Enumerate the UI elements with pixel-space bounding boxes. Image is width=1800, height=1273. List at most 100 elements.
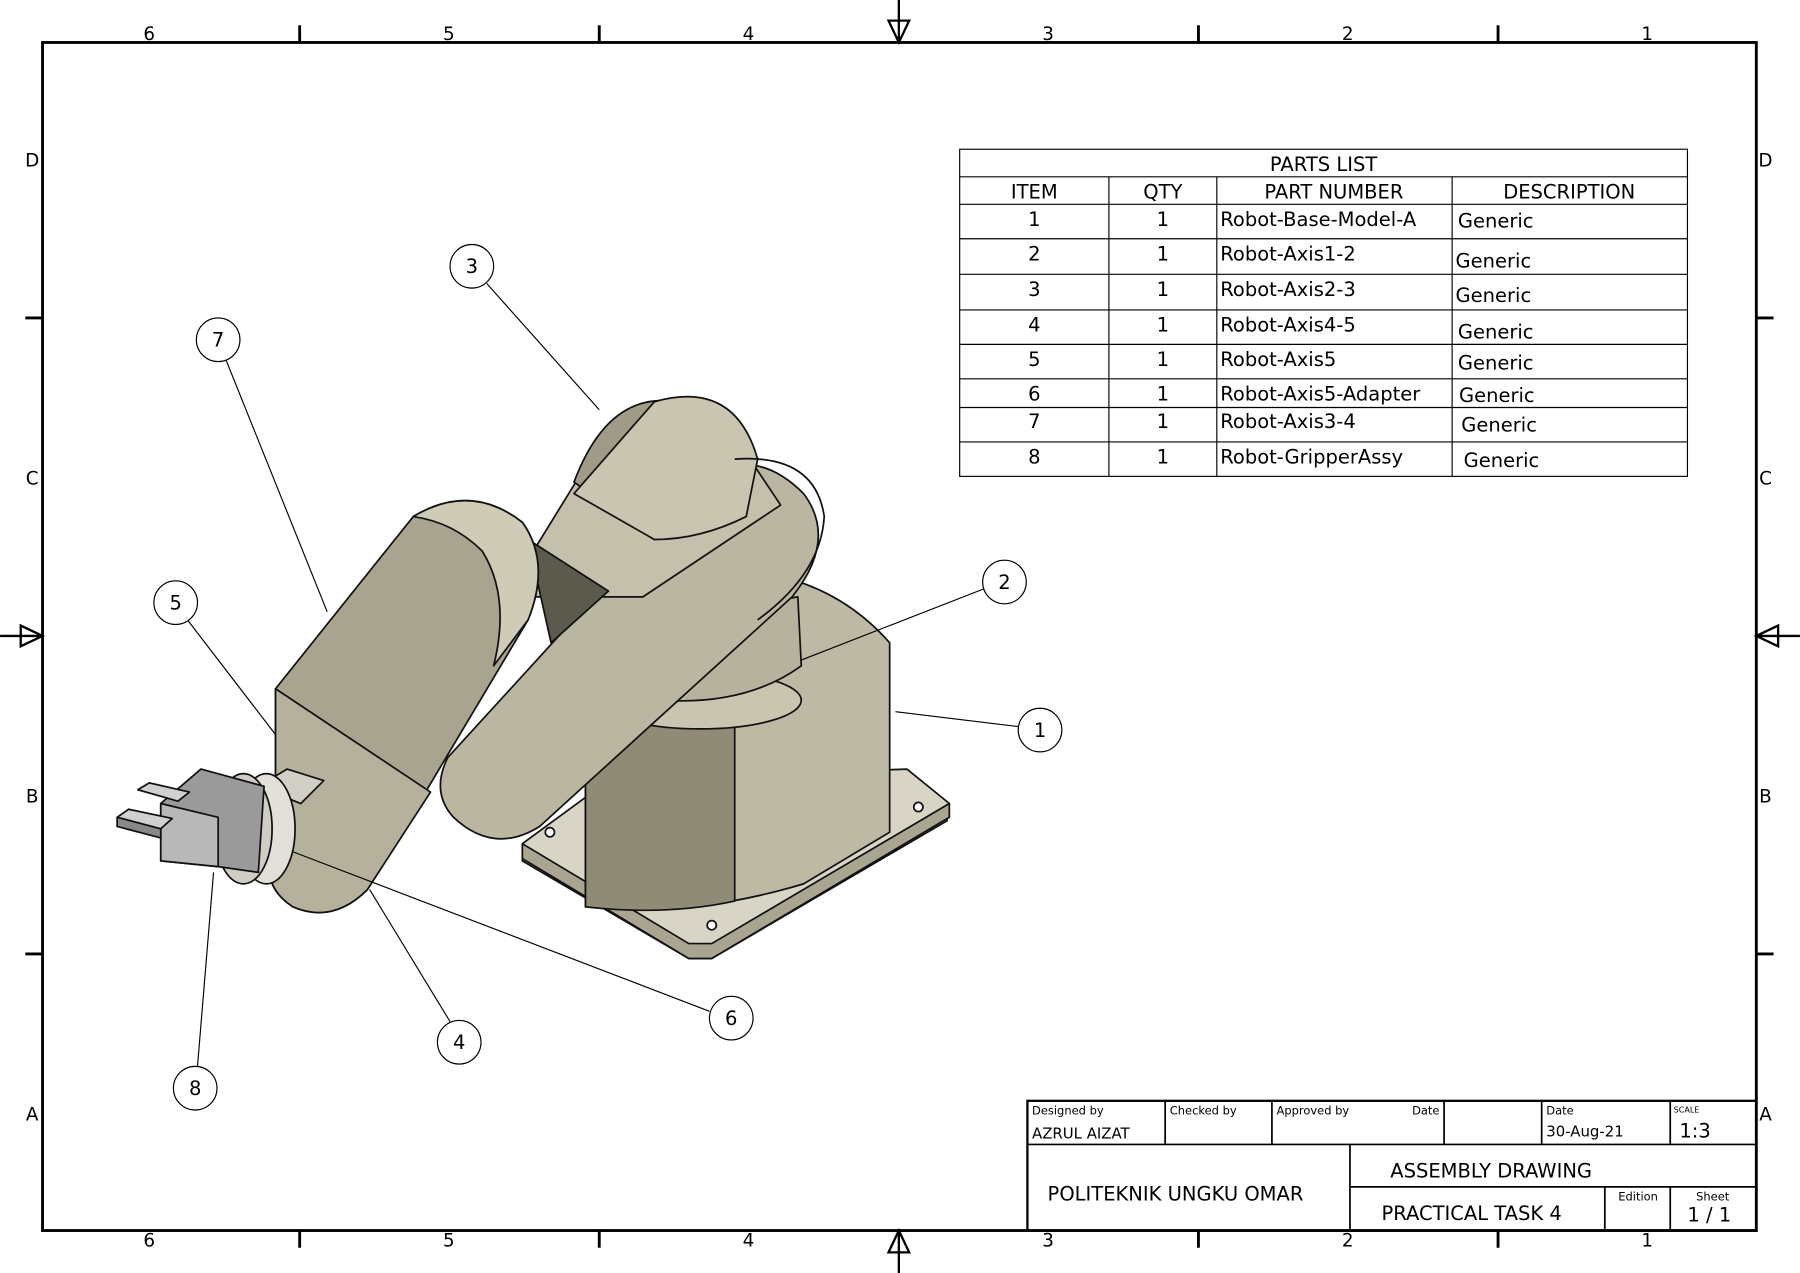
- svg-text:Robot-Base-Model-A: Robot-Base-Model-A: [1220, 208, 1417, 231]
- balloon-8: 8: [172, 872, 218, 1111]
- svg-text:1: 1: [1157, 446, 1169, 469]
- svg-text:Generic: Generic: [1458, 352, 1534, 375]
- svg-text:5: 5: [443, 1231, 455, 1252]
- svg-text:4: 4: [743, 24, 755, 45]
- robot-arm-model: [116, 395, 951, 960]
- table-row: 7 1 Robot-Axis3-4 Generic: [1028, 410, 1537, 436]
- header-part-number: PART NUMBER: [1264, 181, 1403, 204]
- svg-text:5: 5: [169, 592, 181, 615]
- date-value: 30-Aug-21: [1546, 1122, 1623, 1140]
- svg-text:C: C: [1759, 468, 1772, 489]
- designed-by-label: Designed by: [1032, 1104, 1104, 1118]
- svg-text:Robot-Axis1-2: Robot-Axis1-2: [1220, 243, 1355, 266]
- svg-text:4: 4: [743, 1231, 755, 1252]
- sheet-label: Sheet: [1696, 1190, 1730, 1204]
- svg-text:Robot-Axis3-4: Robot-Axis3-4: [1220, 410, 1355, 433]
- svg-text:3: 3: [1042, 24, 1054, 45]
- zone-labels: 6 5 4 3 2 1 6 5 4 3 2 1 D C B A D C B A: [25, 24, 1772, 1251]
- header-item: ITEM: [1011, 181, 1058, 204]
- balloon-callouts: 1 2 3 4 5 6 7 8: [153, 243, 1063, 1111]
- drawing-title: ASSEMBLY DRAWING: [1390, 1160, 1592, 1183]
- part-axis2-3: [439, 395, 826, 840]
- svg-text:1: 1: [1157, 314, 1169, 337]
- scale-value: 1:3: [1679, 1120, 1710, 1143]
- header-qty: QTY: [1143, 181, 1182, 204]
- edition-label: Edition: [1618, 1190, 1658, 1204]
- svg-text:3: 3: [466, 255, 478, 278]
- svg-text:Generic: Generic: [1464, 449, 1540, 472]
- svg-text:8: 8: [1028, 446, 1040, 469]
- svg-text:6: 6: [1028, 383, 1040, 406]
- svg-text:1: 1: [1157, 243, 1169, 266]
- svg-text:7: 7: [212, 329, 224, 352]
- table-row: 3 1 Robot-Axis2-3 Generic: [1028, 278, 1531, 307]
- svg-text:1: 1: [1157, 383, 1169, 406]
- balloon-5: 5: [153, 580, 277, 735]
- svg-text:Robot-Axis4-5: Robot-Axis4-5: [1220, 314, 1355, 337]
- svg-text:A: A: [1759, 1104, 1772, 1125]
- svg-text:4: 4: [453, 1031, 465, 1054]
- svg-text:Robot-Axis5-Adapter: Robot-Axis5-Adapter: [1220, 383, 1421, 406]
- svg-text:3: 3: [1028, 278, 1040, 301]
- scale-label: SCALE: [1674, 1105, 1700, 1114]
- approval-date-label: Date: [1412, 1104, 1439, 1118]
- svg-text:B: B: [1759, 786, 1772, 807]
- table-row: 5 1 Robot-Axis5 Generic: [1028, 348, 1533, 374]
- svg-text:A: A: [26, 1104, 39, 1125]
- sheet-value: 1 / 1: [1687, 1203, 1731, 1226]
- table-row: 8 1 Robot-GripperAssy Generic: [1028, 446, 1539, 472]
- zone-ticks: [25, 25, 1774, 1248]
- parts-list-title: PARTS LIST: [1270, 153, 1377, 176]
- approved-by-label: Approved by: [1277, 1104, 1350, 1118]
- balloon-6: 6: [292, 851, 754, 1041]
- table-row: 6 1 Robot-Axis5-Adapter Generic: [1028, 383, 1535, 407]
- svg-text:8: 8: [189, 1077, 201, 1100]
- svg-text:7: 7: [1028, 410, 1040, 433]
- svg-text:4: 4: [1028, 314, 1040, 337]
- svg-text:Generic: Generic: [1458, 321, 1534, 344]
- organization-name: POLITEKNIK UNGKU OMAR: [1048, 1183, 1304, 1206]
- svg-text:Generic: Generic: [1458, 209, 1534, 232]
- svg-text:5: 5: [443, 24, 455, 45]
- svg-text:1: 1: [1641, 1231, 1653, 1252]
- svg-text:5: 5: [1028, 348, 1040, 371]
- svg-text:D: D: [1758, 150, 1772, 171]
- svg-text:C: C: [26, 468, 39, 489]
- header-description: DESCRIPTION: [1503, 181, 1635, 204]
- table-row: 4 1 Robot-Axis4-5 Generic: [1028, 314, 1533, 344]
- svg-text:Robot-GripperAssy: Robot-GripperAssy: [1220, 446, 1403, 469]
- svg-text:Generic: Generic: [1456, 249, 1532, 272]
- svg-text:1: 1: [1157, 410, 1169, 433]
- svg-text:1: 1: [1034, 719, 1046, 742]
- balloon-2: 2: [801, 559, 1027, 661]
- svg-text:6: 6: [143, 24, 155, 45]
- designed-by-value: AZRUL AIZAT: [1032, 1125, 1131, 1143]
- svg-text:1: 1: [1028, 208, 1040, 231]
- date-label: Date: [1546, 1104, 1573, 1118]
- svg-text:2: 2: [1342, 1231, 1354, 1252]
- part-gripper: [116, 768, 325, 885]
- svg-text:2: 2: [1342, 24, 1354, 45]
- svg-text:Generic: Generic: [1456, 284, 1532, 307]
- svg-text:B: B: [26, 786, 39, 807]
- svg-text:Generic: Generic: [1459, 384, 1535, 407]
- part-axis3-4: [268, 499, 540, 914]
- checked-by-label: Checked by: [1170, 1104, 1237, 1118]
- balloon-7: 7: [195, 317, 328, 613]
- table-row: 1 1 Robot-Base-Model-A Generic: [1028, 208, 1533, 232]
- svg-text:Generic: Generic: [1461, 414, 1537, 437]
- parts-list-table: PARTS LIST ITEM QTY PART NUMBER DESCRIPT…: [959, 148, 1689, 477]
- svg-text:Robot-Axis2-3: Robot-Axis2-3: [1220, 278, 1355, 301]
- svg-text:1: 1: [1157, 278, 1169, 301]
- svg-text:1: 1: [1157, 348, 1169, 371]
- balloon-3: 3: [449, 243, 600, 411]
- drawing-subtitle: PRACTICAL TASK 4: [1381, 1202, 1561, 1225]
- svg-text:Robot-Axis5: Robot-Axis5: [1220, 348, 1336, 371]
- balloon-4: 4: [369, 889, 482, 1065]
- svg-text:1: 1: [1157, 208, 1169, 231]
- svg-text:3: 3: [1042, 1231, 1054, 1252]
- svg-text:1: 1: [1641, 24, 1653, 45]
